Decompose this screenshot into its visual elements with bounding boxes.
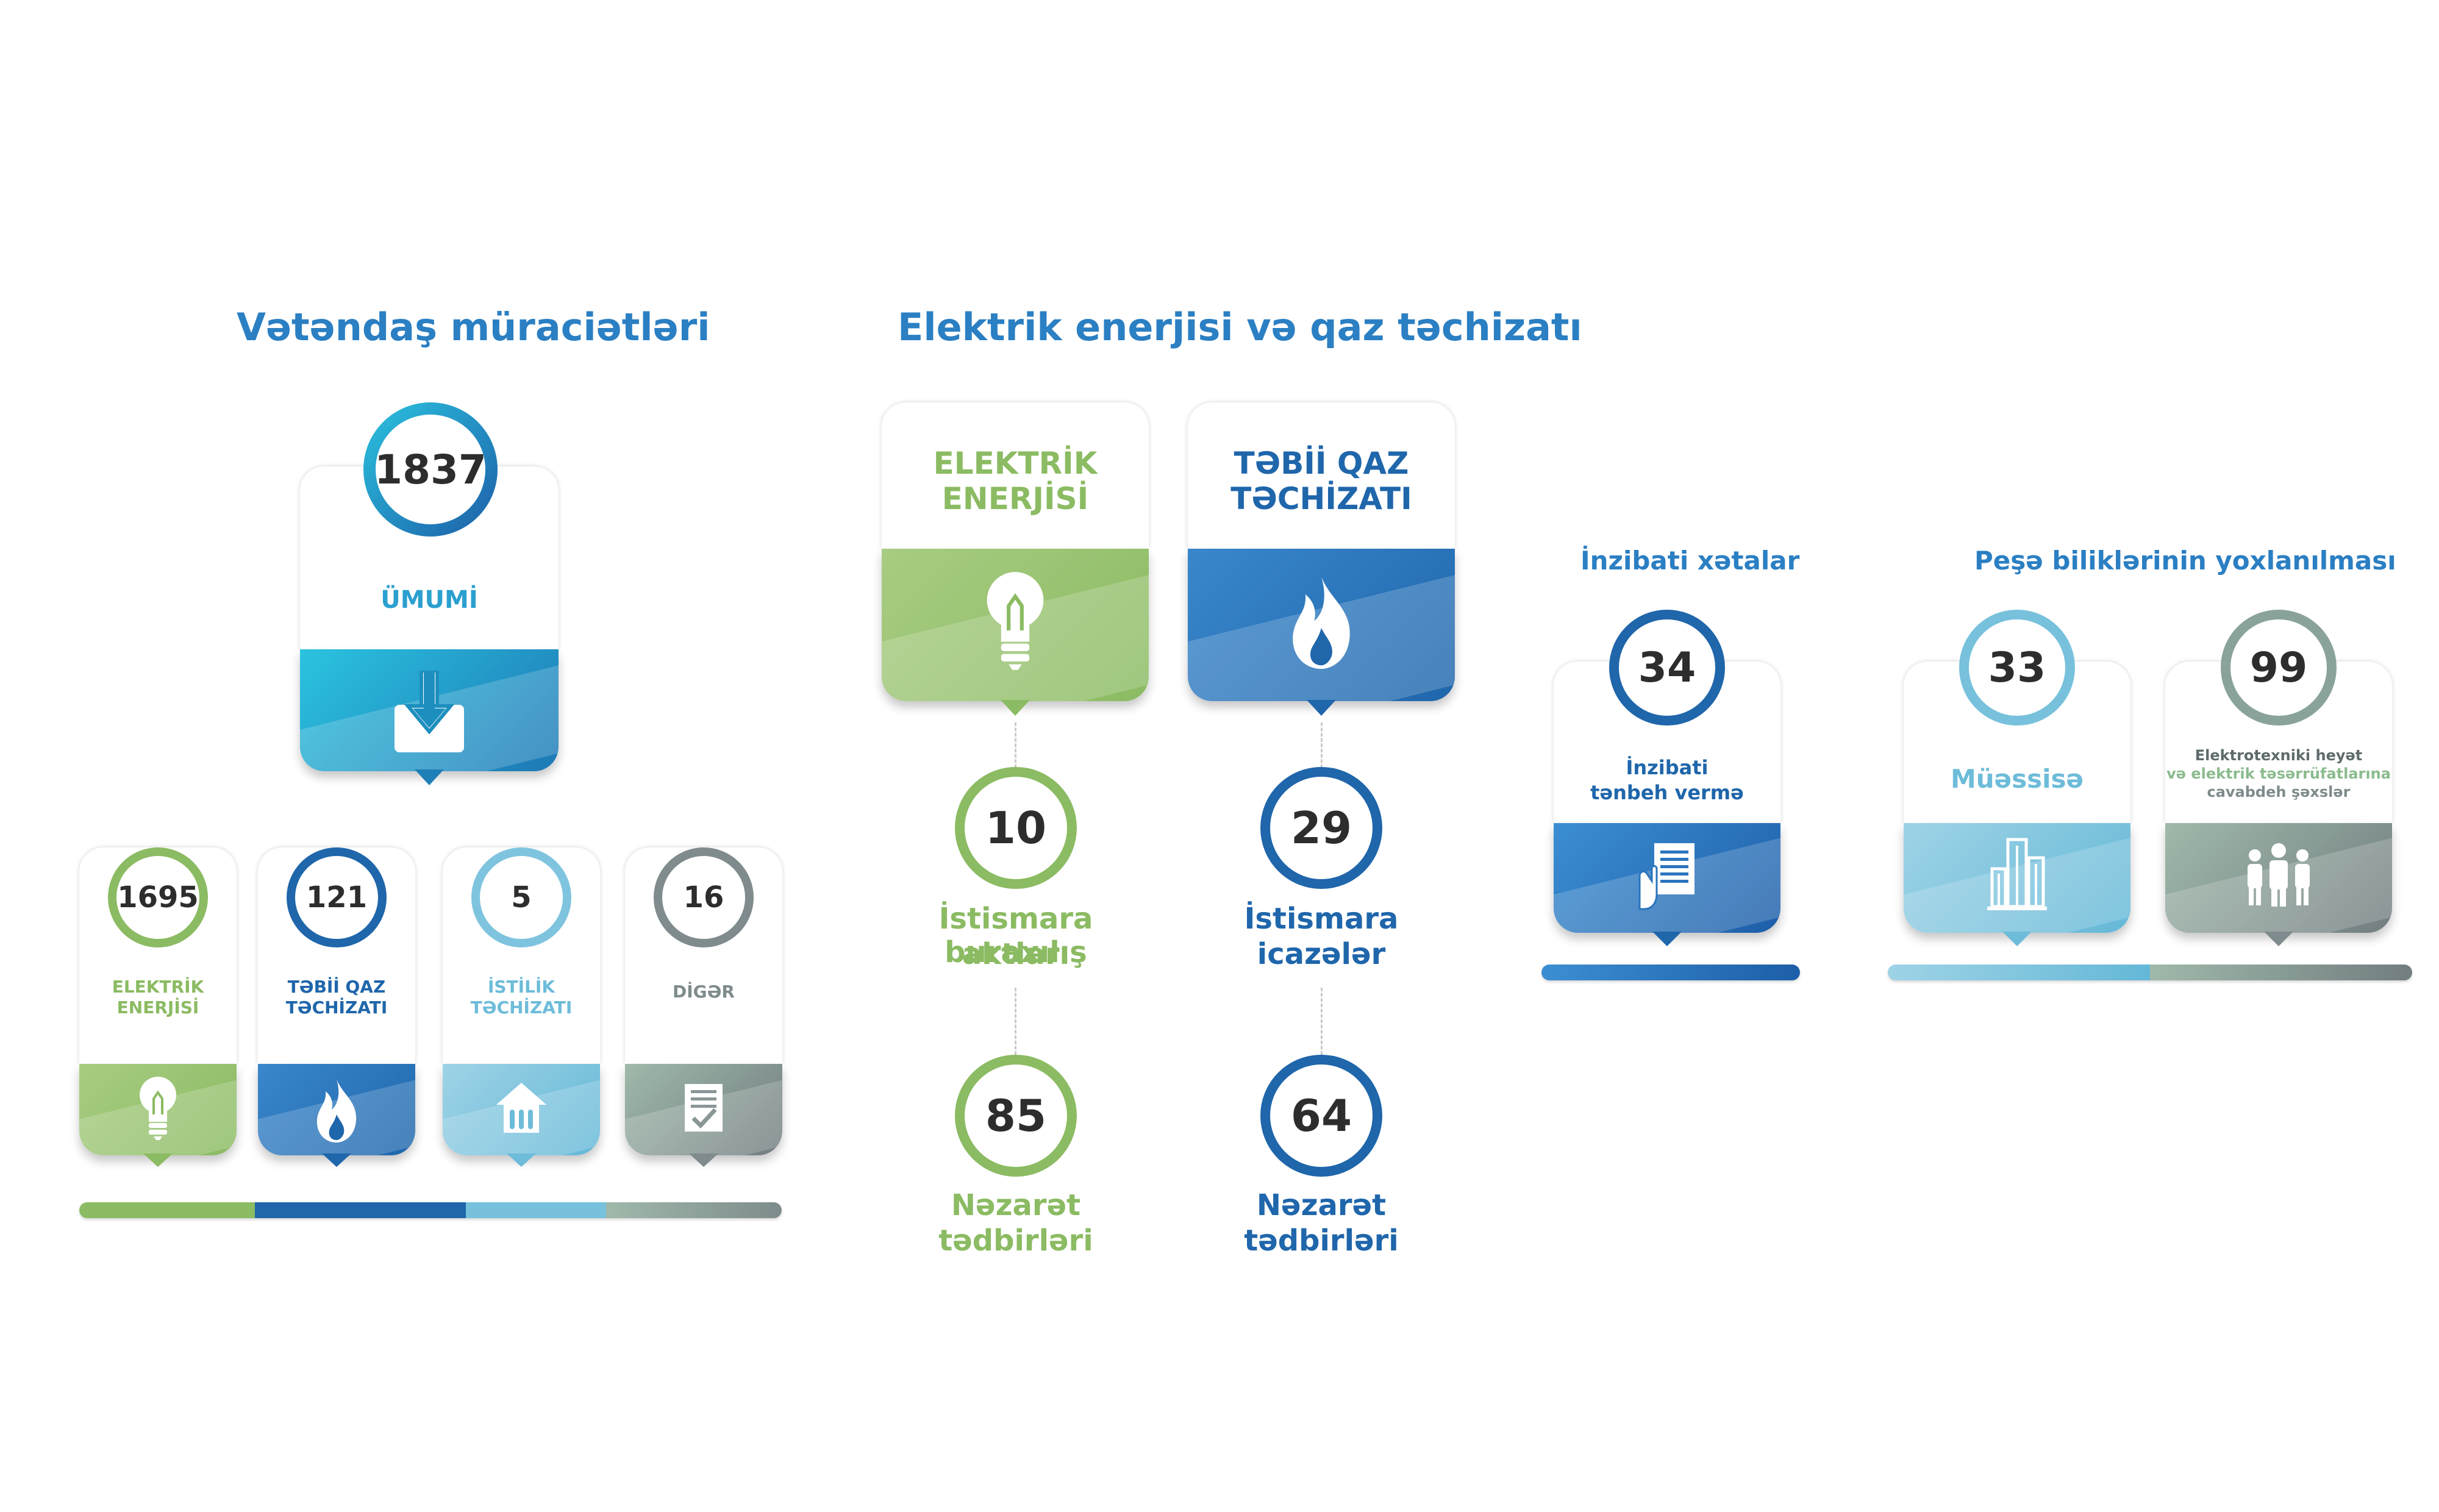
- electric-metric1-value: 10: [955, 767, 1077, 889]
- citizen-color-bar: [79, 1202, 782, 1218]
- skills-personnel-label-1: Elektrotexniki heyət: [2194, 747, 2363, 764]
- electric-metric1-label-1: İstismara buraxılış: [938, 902, 1093, 970]
- supply-electric-label-1: ELEKTRİK: [933, 446, 1098, 481]
- citizen-electric-label-1: ELEKTRİK: [112, 977, 204, 997]
- house-heating-icon: [494, 1080, 549, 1138]
- citizen-heating-label-1: İSTİLİK: [487, 977, 555, 997]
- admin-label-1: İnzibati: [1626, 756, 1709, 779]
- admin-color-bar: [1541, 965, 1800, 980]
- citizen-heating-value: 5: [471, 847, 571, 947]
- skills-personnel-label-3: cavabdeh şəxslər: [2207, 783, 2351, 801]
- skills-personnel-value: 99: [2221, 610, 2337, 726]
- citizen-electric-label-2: ENERJİSİ: [116, 997, 199, 1018]
- skills-section-title: Peşə biliklərinin yoxlanılması: [1974, 546, 2396, 576]
- gas-metric2-label-2: tədbirləri: [1244, 1224, 1399, 1258]
- total-label: ÜMUMİ: [380, 586, 478, 614]
- supply-section-title: Elektrik enerjisi və qaz təchizatı: [898, 305, 1582, 349]
- citizen-other-label-1: DİGƏR: [673, 982, 735, 1002]
- gas-connector-2: [1321, 988, 1323, 1055]
- electric-connector-2: [1015, 988, 1016, 1055]
- total-value: 1837: [363, 402, 498, 537]
- gas-metric2-label-1: Nəzarət: [1256, 1188, 1387, 1222]
- citizen-electric-value: 1695: [108, 847, 208, 947]
- supply-gas-label-2: TƏCHİZATI: [1230, 481, 1412, 516]
- citizen-section-title: Vətəndaş müraciətləri: [237, 305, 710, 349]
- admin-section-title: İnzibati xətalar: [1580, 546, 1800, 576]
- people-icon: [2239, 842, 2318, 911]
- lightbulb-icon: [137, 1074, 179, 1144]
- electric-metric2-value: 85: [955, 1055, 1077, 1177]
- citizen-card-electric: ELEKTRİK ENERJİSİ: [79, 847, 237, 1167]
- buildings-icon: [1984, 833, 2051, 915]
- skills-enterprise-value: 33: [1959, 610, 2075, 726]
- hand-document-icon: [1634, 840, 1701, 915]
- citizen-other-value: 16: [654, 847, 754, 947]
- admin-value: 34: [1609, 610, 1725, 726]
- gas-metric1-value: 29: [1260, 767, 1382, 889]
- skills-card-enterprise: Müəssisə: [1904, 661, 2130, 948]
- citizen-gas-label-2: TƏCHİZATI: [285, 997, 388, 1018]
- citizen-card-heating: İSTİLİK TƏCHİZATI: [443, 847, 600, 1167]
- electric-metric2-label-1: Nəzarət: [951, 1188, 1081, 1222]
- lightbulb-icon: [982, 568, 1049, 674]
- electric-metric1-label-2: aktları: [962, 937, 1070, 971]
- skills-color-bar: [1888, 965, 2412, 980]
- supply-card-gas: TƏBİİ QAZ TƏCHİZATI: [1188, 402, 1455, 719]
- skills-personnel-label-2: və elektrik təsərrüfatlarına: [2166, 765, 2391, 782]
- admin-label-2: tənbeh vermə: [1590, 781, 1744, 804]
- electric-metric2-label-2: tədbirləri: [938, 1224, 1093, 1258]
- admin-card: İnzibati tənbeh vermə: [1554, 661, 1780, 948]
- document-check-icon: [682, 1082, 725, 1136]
- gas-metric1-label-1: İstismara: [1244, 902, 1399, 936]
- citizen-heating-label-2: TƏCHİZATI: [470, 997, 573, 1018]
- gas-connector-1: [1321, 722, 1323, 768]
- gas-metric1-label-2: icazələr: [1257, 937, 1386, 971]
- flame-icon: [1285, 573, 1358, 673]
- supply-card-electric: ELEKTRİK ENERJİSİ: [882, 402, 1149, 719]
- citizen-gas-value: 121: [287, 847, 387, 947]
- supply-gas-label-1: TƏBİİ QAZ: [1234, 446, 1409, 481]
- skills-enterprise-label: Müəssisə: [1950, 764, 2084, 794]
- download-icon: [390, 669, 469, 758]
- supply-electric-label-2: ENERJİSİ: [941, 481, 1089, 516]
- electric-connector-1: [1015, 722, 1016, 768]
- gas-metric2-value: 64: [1260, 1055, 1382, 1177]
- citizen-gas-label-1: TƏBİİ QAZ: [287, 977, 386, 997]
- flame-icon: [312, 1077, 361, 1146]
